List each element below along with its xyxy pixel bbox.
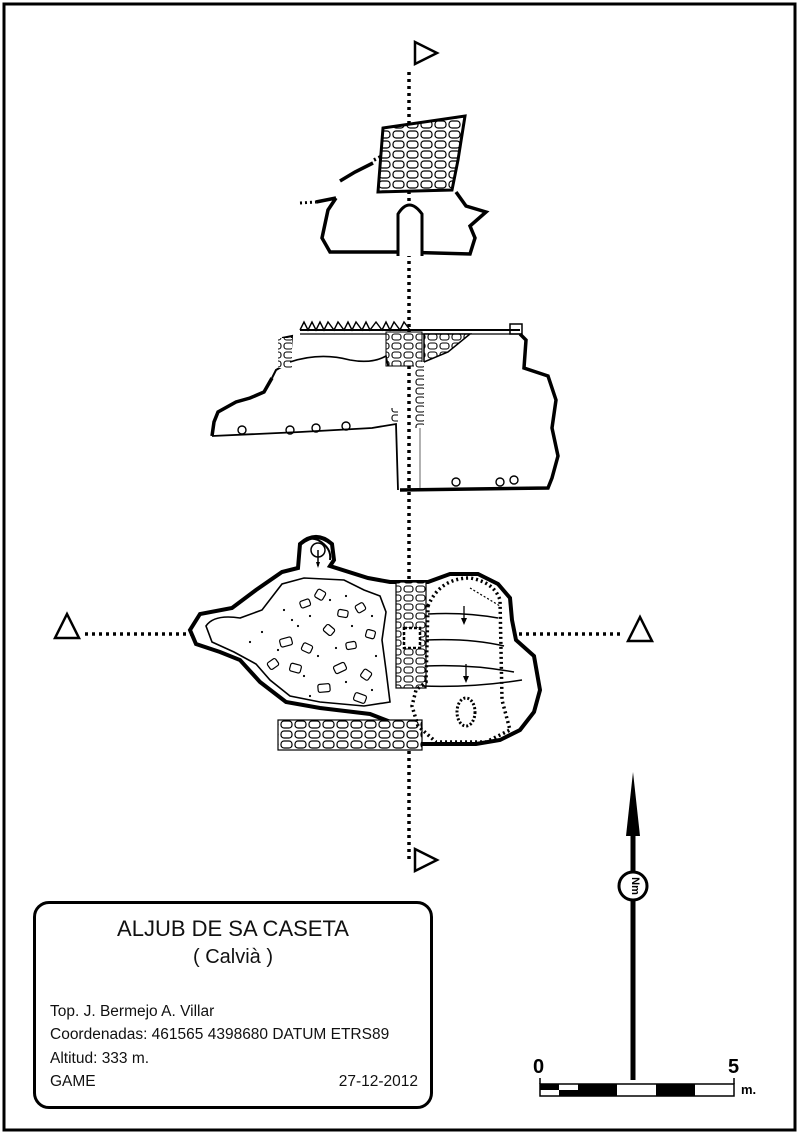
group: GAME	[50, 1073, 96, 1090]
section-marker-top-icon	[413, 39, 440, 67]
section-marker-bottom-icon	[413, 846, 440, 874]
altitude: Altitud: 333 m.	[50, 1050, 150, 1067]
north-arrow-icon	[617, 772, 649, 1080]
survey-subtitle: ( Calvià )	[192, 946, 273, 968]
scale-start-label: 0	[533, 1056, 545, 1078]
section-marker-left-icon	[52, 611, 82, 640]
scale-end-label: 5	[728, 1056, 740, 1078]
survey-date: 27-12-2012	[338, 1073, 418, 1090]
coordinates: Coordenadas: 461565 4398680 DATUM ETRS89	[50, 1026, 390, 1043]
plan-view	[187, 535, 543, 751]
north-arrow-label: Nm	[629, 877, 641, 895]
scale-unit-label: m.	[741, 1082, 757, 1097]
topographers: Top. J. Bermejo A. Villar	[50, 1003, 215, 1020]
section-marker-right-icon	[625, 614, 655, 643]
longitudinal-section	[210, 320, 560, 492]
survey-title: ALJUB DE SA CASETA	[117, 916, 349, 941]
cross-section	[299, 114, 490, 256]
info-box: ALJUB DE SA CASETA ( Calvià ) Top. J. Be…	[33, 901, 433, 1109]
scale-bar	[539, 1078, 735, 1097]
